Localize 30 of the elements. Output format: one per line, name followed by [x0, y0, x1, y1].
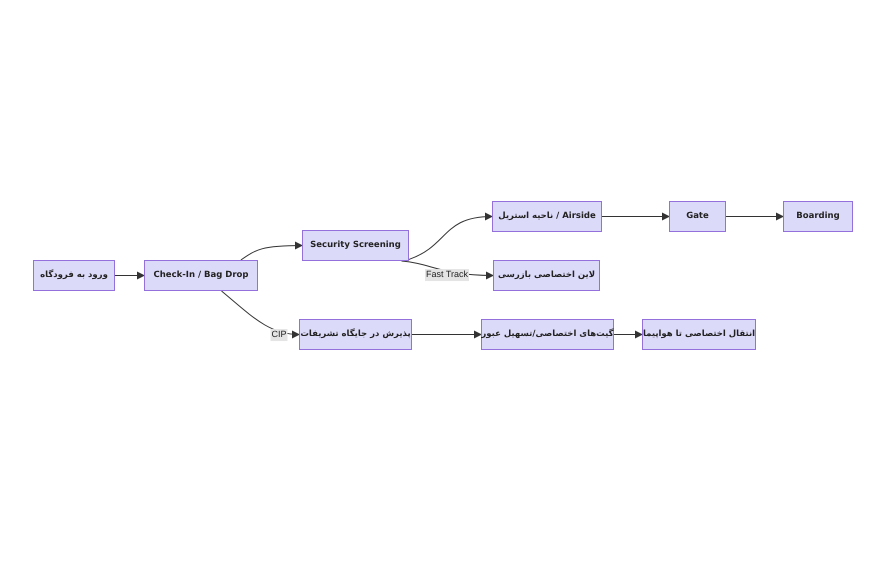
box-label: انتقال اختصاصی تا هواپیما: [642, 329, 756, 340]
box-label: گیت‌های اختصاصی/تسهیل عبور: [481, 329, 614, 340]
process-box: [299, 319, 412, 350]
process-box: [493, 260, 600, 291]
arrow: [614, 330, 643, 338]
process-box: [481, 319, 614, 350]
process-box: [302, 230, 409, 261]
box-label: پذیرش در جایگاه تشریفات: [300, 329, 411, 340]
process-box: [783, 201, 853, 232]
box-label: Boarding: [796, 211, 840, 222]
arrow: [221, 290, 300, 338]
box-label: Security Screening: [310, 240, 401, 251]
box-label: ناحیه استریل / Airside: [498, 211, 596, 222]
arrow: [412, 330, 482, 338]
box-label: Check-In / Bag Drop: [154, 270, 248, 281]
process-box: [669, 201, 726, 232]
box-label: Gate: [686, 211, 709, 222]
process-box: [33, 260, 115, 291]
arrow: [114, 272, 145, 280]
process-box: [492, 201, 602, 232]
arrow: [408, 212, 493, 260]
box-label: لاین اختصاصی بازرسی: [498, 270, 596, 281]
edge-label: Fast Track: [425, 269, 469, 281]
arrow: [602, 212, 670, 220]
edge-label: CIP: [270, 329, 288, 341]
arrow: [240, 242, 303, 260]
process-box: [642, 319, 756, 350]
box-label: ورود به فرودگاه: [40, 270, 108, 281]
arrow: [726, 212, 784, 220]
process-box: [144, 260, 258, 291]
